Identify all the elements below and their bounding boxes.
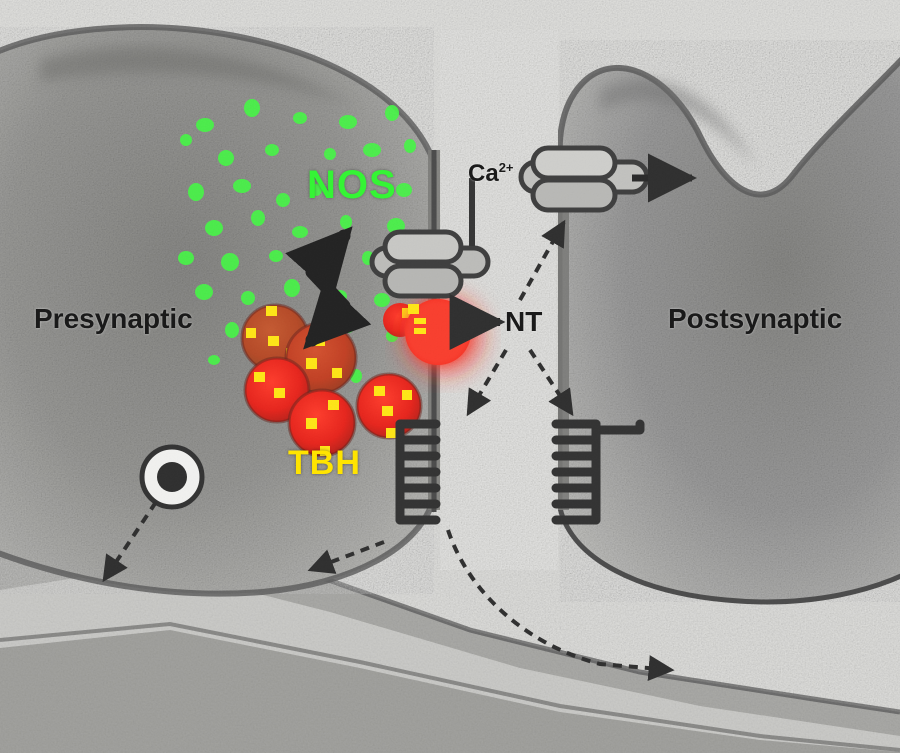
synapse-diagram-figure: Presynaptic Postsynaptic NT Ca2+ NOS TBH (0, 0, 900, 753)
grain-overlay (0, 0, 900, 753)
diagram-graphics (0, 0, 900, 753)
